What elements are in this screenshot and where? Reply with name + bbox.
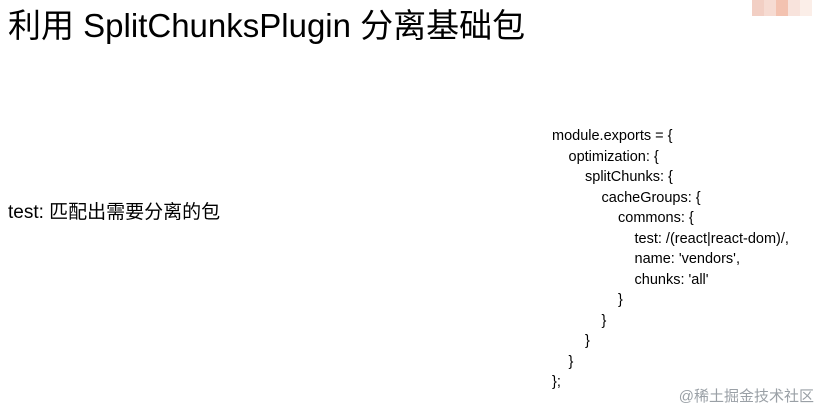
color-swatch — [752, 0, 764, 16]
code-line: name: 'vendors', — [634, 251, 740, 267]
code-line: }; — [552, 374, 561, 390]
color-swatch — [764, 0, 776, 16]
slide-title: 利用 SplitChunksPlugin 分离基础包 — [8, 7, 526, 44]
code-line: test: /(react|react-dom)/, — [634, 230, 789, 247]
code-line: chunks: 'all' — [634, 271, 709, 288]
watermark-text: @稀土掘金技术社区 — [678, 388, 814, 405]
code-line: } — [568, 353, 574, 370]
code-block: module.exports = { optimization: { splitCh… — [552, 126, 789, 393]
test-description: test: 匹配出需要分离的包 — [8, 202, 221, 223]
code-line: splitChunks: { — [585, 169, 673, 185]
color-swatch — [800, 0, 812, 16]
color-swatch — [788, 0, 800, 16]
code-line: } — [601, 312, 607, 329]
code-line: cacheGroups: { — [601, 189, 701, 206]
code-line: module.exports = { — [552, 128, 673, 144]
code-line: } — [618, 292, 623, 308]
code-line: commons: { — [618, 210, 694, 226]
code-line: optimization: { — [568, 148, 659, 165]
color-swatch — [776, 0, 788, 16]
code-line: } — [585, 333, 590, 349]
corner-color-swatches — [752, 0, 812, 16]
